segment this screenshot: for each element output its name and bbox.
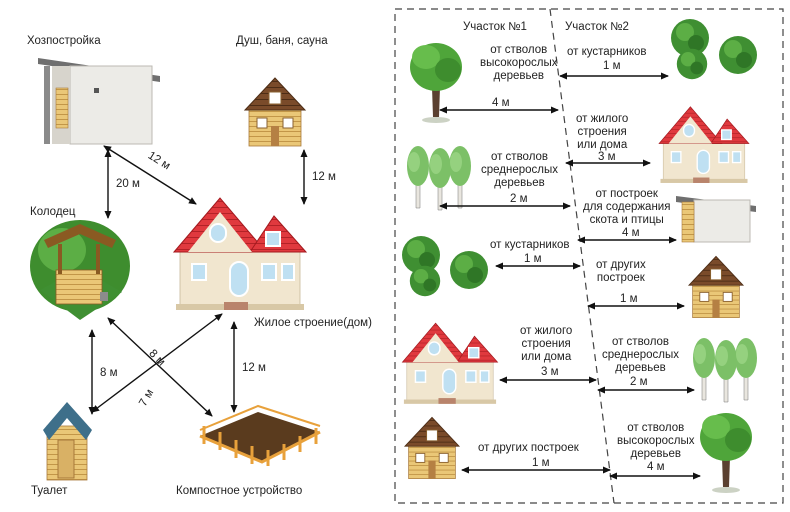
plot-boundary [549, 8, 615, 504]
plot2-label-3: от других построек [596, 259, 646, 284]
plots-frame [394, 8, 784, 504]
birch-trees-icon [406, 145, 472, 211]
plot2-dist-1: 3 м [598, 151, 616, 163]
dist-house-compost: 12 м [242, 362, 266, 374]
tall-tree-icon-plot2 [700, 413, 752, 493]
dist-well-toilet: 8 м [100, 367, 118, 379]
plot1-label-1: от стволов среднерослых деревьев [481, 151, 559, 189]
bath-illustration [244, 77, 306, 147]
bushes-icon-plot2 [671, 19, 757, 80]
plot2-label-4: от стволов среднерослых деревьев [602, 336, 680, 374]
shed-illustration [38, 58, 160, 145]
plot1-label-3: от жилого строения или дома [520, 325, 573, 363]
plot1-label-2: от кустарников [490, 239, 570, 251]
plot2-dist-2: 4 м [622, 227, 640, 239]
livestock-shed-icon [676, 196, 756, 243]
tall-tree-icon [410, 43, 462, 123]
plot1-dist-1: 2 м [510, 193, 528, 205]
log-house-icon-plot1 [404, 416, 460, 480]
plot2-label-1: от жилого строения или дома [576, 113, 629, 151]
main-house-illustration [173, 197, 307, 311]
plot2-label-0: от кустарников [567, 46, 647, 58]
well-illustration [30, 220, 130, 320]
plot2-dist-4: 2 м [630, 376, 648, 388]
left-arrows [88, 145, 308, 417]
label-bath: Душ, баня, сауна [236, 35, 328, 47]
plot1-title: Участок №1 [463, 21, 527, 33]
label-shed: Хозпостройка [27, 35, 101, 47]
label-toilet: Туалет [31, 485, 68, 497]
toilet-illustration [43, 402, 92, 481]
plot1-dist-3: 3 м [541, 366, 559, 378]
compost-illustration [199, 404, 321, 466]
plot1-dist-2: 1 м [524, 253, 542, 265]
plot1-label-0: от стволов высокорослых деревьев [480, 44, 558, 82]
dist-shed-well: 20 м [116, 178, 140, 190]
arrow-toilet-house [91, 313, 223, 413]
plot2-dist-5: 4 м [647, 461, 665, 473]
bushes-icon [402, 236, 488, 297]
house-icon-plot1 [401, 322, 499, 405]
log-house-icon-plot2 [688, 255, 744, 319]
dist-bath-house: 12 м [312, 171, 336, 183]
plot1-label-4: от других построек [478, 442, 579, 454]
plot1-dist-4: 1 м [532, 457, 550, 469]
birch-trees-icon-plot2 [692, 337, 758, 403]
label-house: Жилое строение(дом) [254, 317, 372, 329]
plot2-label-2: от построек для содержания скота и птицы [583, 188, 671, 226]
plot2-label-5: от стволов высокорослых деревьев [617, 422, 695, 460]
right-arrows [439, 72, 701, 480]
plot2-dist-0: 1 м [603, 60, 621, 72]
label-well: Колодец [30, 206, 76, 218]
plot2-title: Участок №2 [565, 21, 629, 33]
plot2-dist-3: 1 м [620, 293, 638, 305]
plot1-dist-0: 4 м [492, 97, 510, 109]
arrow-shed-house [103, 145, 197, 205]
label-compost: Компостное устройство [176, 485, 303, 497]
house-icon-plot2 [658, 106, 750, 184]
